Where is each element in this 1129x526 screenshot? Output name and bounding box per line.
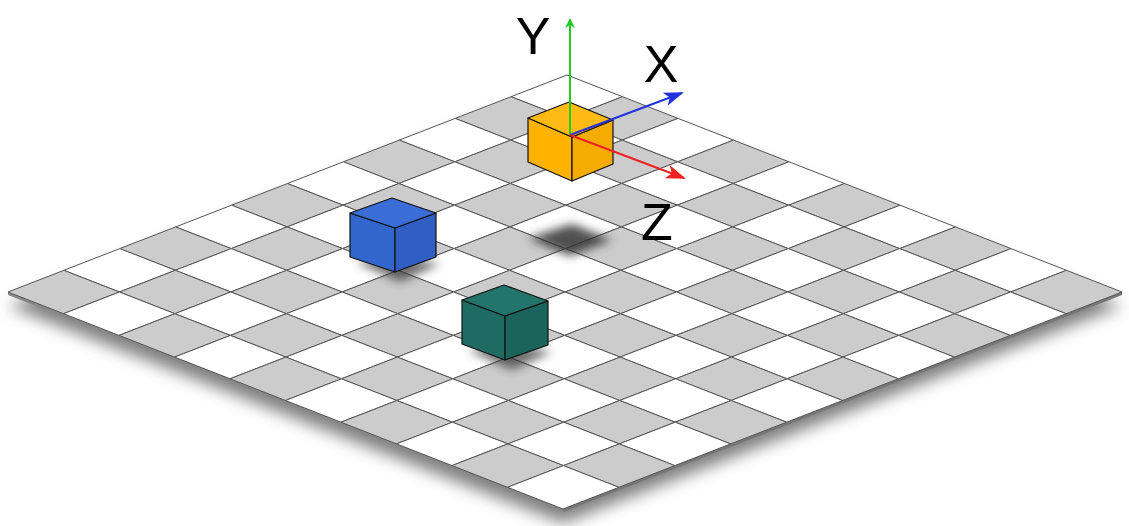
board-tile (508, 466, 619, 509)
cube-face (462, 285, 548, 316)
cubes (350, 102, 613, 360)
axis-label: Z (641, 196, 673, 248)
axis-label: Y (516, 10, 551, 62)
axes (570, 20, 684, 178)
board-shadow (8, 89, 1122, 523)
board-shadow (8, 89, 1122, 523)
board-edge (8, 292, 563, 512)
board-edge (563, 292, 1122, 512)
checkerboard (8, 75, 1122, 512)
axis-label: X (644, 38, 679, 90)
cube-face (350, 198, 436, 228)
